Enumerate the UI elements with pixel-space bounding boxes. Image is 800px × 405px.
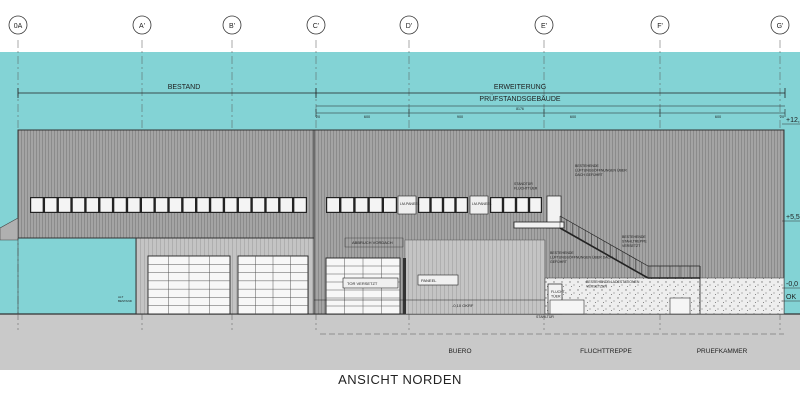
- window-pane: [183, 198, 195, 212]
- dim-value: 600: [364, 115, 370, 119]
- axis-label: C': [313, 23, 319, 30]
- axis-bubbles: 0A A' B' C' D' E' F' G': [8, 15, 790, 35]
- dim-value: 600: [570, 115, 576, 119]
- axis-label: B': [229, 23, 235, 30]
- axis-bubble-5: E': [534, 15, 554, 35]
- window-pane: [197, 198, 209, 212]
- level-value: +5,5: [786, 214, 800, 221]
- staircase: [513, 215, 701, 314]
- axis-label: D': [406, 23, 412, 30]
- window-pane: [369, 198, 382, 212]
- window-pane: [266, 198, 279, 212]
- dim-value: 20: [780, 115, 784, 119]
- lm-paneel-1-box: [397, 195, 417, 215]
- bestand-label: BESTAND: [168, 84, 201, 91]
- window-pane: [58, 198, 71, 212]
- window-pane: [517, 198, 528, 212]
- ground: [0, 314, 800, 370]
- dimension-erweiterung: ERWEITERUNG PRÜFSTANDSGEBÄUDE 8176: [316, 84, 786, 114]
- window-pane: [444, 198, 455, 212]
- window-pane: [169, 198, 182, 212]
- unterkante-label: -0,10 OKRF: [452, 303, 474, 308]
- axis-label: E': [541, 23, 547, 30]
- stahltuer-label: STAHLTÜR: [536, 315, 554, 319]
- window-pane: [142, 198, 154, 212]
- window-pane: [225, 198, 237, 212]
- fluchttuer-label: FLUCHT-TÜER: [551, 290, 567, 299]
- axis-bubble-3: C': [306, 15, 326, 35]
- window-pane: [419, 198, 430, 212]
- window-pane: [31, 198, 43, 212]
- window-pane: [86, 198, 99, 212]
- axis-label: A': [139, 23, 145, 30]
- axis-bubble-4: D': [399, 15, 419, 35]
- window-pane: [280, 198, 292, 212]
- window-pane: [238, 198, 251, 212]
- level-value: +12,: [786, 117, 800, 124]
- dim-value: 20: [316, 115, 320, 119]
- dimension-chain: 20 600 900 600 600 20: [315, 109, 786, 119]
- window-pane: [341, 198, 354, 212]
- window-pane: [491, 198, 502, 212]
- lm-paneel-2-box: [469, 195, 489, 215]
- axis-bubble-2: B': [222, 15, 242, 35]
- zone-label: BUERO: [448, 348, 471, 355]
- window-pane: [114, 198, 126, 212]
- window-pane: [327, 198, 339, 212]
- window-pane: [355, 198, 368, 212]
- window-pane: [211, 198, 223, 212]
- window-pane: [45, 198, 57, 212]
- window-pane: [128, 198, 140, 212]
- dim-value: 600: [715, 115, 721, 119]
- window-pane: [456, 198, 467, 212]
- zone-label: FLUCHTTREPPE: [580, 348, 632, 355]
- axis-bubble-0: 0A: [8, 15, 28, 35]
- window-pane: [155, 198, 168, 212]
- axis-bubble-1: A': [132, 15, 152, 35]
- level-value: OK: [786, 294, 796, 301]
- pruefstand-label: PRÜFSTANDSGEBÄUDE: [479, 95, 560, 103]
- dim-value: 900: [457, 115, 463, 119]
- axis-label: 0A: [14, 23, 23, 30]
- window-pane: [431, 198, 442, 212]
- existing-building-upper: [17, 129, 315, 239]
- window-pane: [530, 198, 541, 212]
- abbruch-label: ABBRUCH VORDACH: [352, 240, 393, 245]
- ladestation: [549, 297, 691, 315]
- lm-paneel-2: LM-PANEEL: [472, 202, 492, 206]
- window-pane: [100, 198, 112, 212]
- window-pane: [504, 198, 515, 212]
- paneele-label: PANEEL: [421, 278, 437, 283]
- axis-label: G': [777, 23, 784, 30]
- window-pane: [72, 198, 85, 212]
- drawing-title: ANSICHT NORDEN: [338, 372, 462, 387]
- window-pane: [294, 198, 306, 212]
- zone-label: PRUEFKAMMER: [697, 348, 748, 355]
- zone-labels: BUERO FLUCHTTREPPE PRUEFKAMMER: [448, 348, 747, 355]
- axis-bubble-6: F': [650, 15, 670, 35]
- tor-versetzt-label: TOR VERSETZT: [347, 281, 378, 286]
- window-pane: [252, 198, 265, 212]
- erweiterung-label: ERWEITERUNG: [494, 84, 546, 91]
- dim-small: 8176: [516, 107, 524, 111]
- level-markers: +12, +5,5 -0,0OK: [782, 117, 800, 302]
- pruefkammer-gravel: [544, 277, 785, 315]
- lm-paneel-1: LM-PANEEL: [400, 202, 420, 206]
- level-value: -0,0: [786, 281, 798, 288]
- garage-doors: [147, 255, 406, 315]
- axis-label: F': [657, 23, 663, 30]
- axis-bubble-7: G': [770, 15, 790, 35]
- window-pane: [384, 198, 396, 212]
- window-strips: [30, 197, 542, 213]
